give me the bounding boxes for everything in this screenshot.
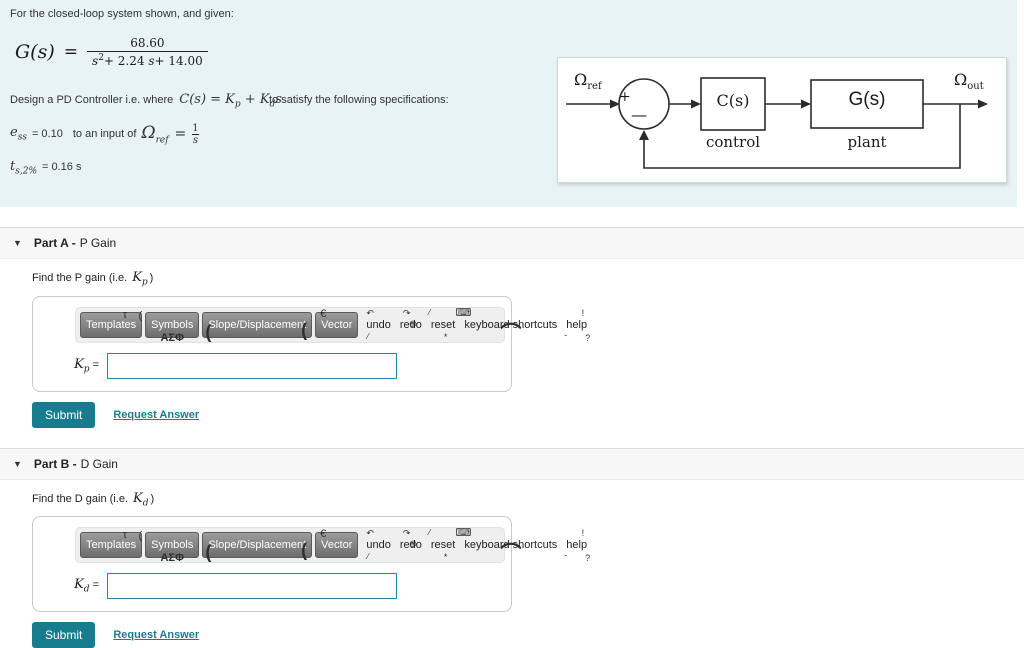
submit-button[interactable]: Submit xyxy=(32,401,96,428)
part-a-question: Find the P gain (i.e. Kp ) xyxy=(32,270,154,288)
controller-caption: control xyxy=(705,133,761,151)
transfer-function-equation: G(s) = 68.60 s2+ 2.24 s+ 14.00 xyxy=(15,36,449,68)
dash-icon: - xyxy=(564,550,568,561)
redo-button[interactable]: redo↷⊕ xyxy=(399,528,422,552)
part-a-header[interactable]: ▼ Part A -P Gain xyxy=(0,227,1024,259)
omega-ref-math: Ωref xyxy=(141,122,169,146)
slash-icon: ⁄ xyxy=(428,528,431,538)
plant-block-label: G(s) xyxy=(848,89,886,110)
kd-answer-input[interactable] xyxy=(107,573,397,600)
part-b-answer-row: Kd= xyxy=(43,573,511,600)
part-b-section: ▼ Part B -D Gain Find the D gain (i.e. K… xyxy=(0,447,1024,648)
help-button[interactable]: help!-? xyxy=(564,528,591,564)
undo-arrow-icon: ↶ xyxy=(366,307,374,318)
problem-statement-panel: For the closed-loop system shown, and gi… xyxy=(0,0,1017,207)
tf-fraction: 68.60 s2+ 2.24 s+ 14.00 xyxy=(87,36,208,68)
spec-steady-state-error: ess = 0.10 to an input of Ωref = 1 s xyxy=(10,122,199,146)
question-icon: ? xyxy=(585,553,591,564)
part-a-section: ▼ Part A -P Gain Find the P gain (i.e. K… xyxy=(0,227,1024,428)
slope-displacement-button[interactable]: Slope/Displacement(( xyxy=(202,311,313,342)
collapse-triangle-icon[interactable]: ▼ xyxy=(13,458,22,469)
design-instruction: Design a PD Controller i.e. where C(s) =… xyxy=(10,92,449,110)
redo-arrow-icon: ↷ xyxy=(402,307,411,318)
greek-letters-icon: ΑΣΦ xyxy=(160,552,185,565)
tf-equals: = xyxy=(63,42,79,62)
kp-label: Kp= xyxy=(74,356,99,375)
undo-button[interactable]: undo↶⁄ xyxy=(366,528,391,562)
collapse-triangle-icon[interactable]: ▼ xyxy=(13,238,22,248)
tf-lhs: G(s) xyxy=(15,41,55,63)
problem-intro: For the closed-loop system shown, and gi… xyxy=(10,8,234,20)
problem-text: For the closed-loop system shown, and gi… xyxy=(10,8,449,176)
vector-button[interactable]: Vector€ xyxy=(315,308,359,338)
help-button[interactable]: help!-? xyxy=(564,307,591,343)
kp-answer-input[interactable] xyxy=(107,352,397,379)
slope-displacement-button[interactable]: Slope/Displacement(( xyxy=(202,532,313,562)
part-a-actions: Submit Request Answer xyxy=(32,401,1024,428)
part-b-actions: Submit Request Answer xyxy=(32,622,1024,648)
part-b-header[interactable]: ▼ Part B -D Gain xyxy=(0,447,1024,480)
undo-arrow-icon: ↶ xyxy=(366,528,374,539)
keyboard-shortcuts-button[interactable]: keyboard shortcuts⌒ xyxy=(464,318,558,346)
part-b-title: Part B -D Gain xyxy=(33,456,118,471)
paren-icon: ( xyxy=(138,309,143,322)
asterisk-icon: * xyxy=(443,552,448,563)
spec-settling-time: ts,2% = 0.16 s xyxy=(10,158,82,177)
kd-label: Kd= xyxy=(74,577,99,595)
request-answer-link[interactable]: Request Answer xyxy=(113,408,200,421)
omega-ref-label: Ωref xyxy=(574,70,602,93)
plant-caption: plant xyxy=(847,133,887,151)
design-instruction-tail: to satisfy the following specifications: xyxy=(268,94,449,106)
summing-junction-minus: — xyxy=(631,105,647,124)
one-over-s-fraction: 1 s xyxy=(192,122,199,146)
summing-junction-plus: + xyxy=(619,89,631,105)
asterisk-icon: * xyxy=(443,331,448,342)
undo-button[interactable]: undo↶⁄ xyxy=(366,307,391,341)
greek-letters-icon: ΑΣΦ xyxy=(160,331,185,344)
paren-icon: ( xyxy=(138,530,143,543)
tf-numerator: 68.60 xyxy=(130,36,165,50)
controller-block-label: C(s) xyxy=(716,91,750,110)
keyboard-shortcuts-button[interactable]: keyboard shortcuts⌒ xyxy=(464,539,558,567)
toolbar-links: undo↶⁄ redo↷⊕ reset⁄⌨* keyboard shortcut… xyxy=(366,306,591,346)
block-diagram-lines xyxy=(566,77,988,169)
request-answer-link[interactable]: Request Answer xyxy=(113,629,200,642)
vector-button[interactable]: Vector€ xyxy=(315,528,359,559)
tf-denominator: s2+ 2.24 s+ 14.00 xyxy=(87,51,208,68)
submit-button[interactable]: Submit xyxy=(32,622,96,648)
question-icon: ? xyxy=(585,332,591,343)
controller-equation: C(s) = Kp + Kds xyxy=(179,92,282,110)
part-a-answer-row: Kp= xyxy=(43,352,511,379)
part-a-title: Part A -P Gain xyxy=(33,236,117,250)
toolbar-links: undo↶⁄ redo↷⊕ reset⁄⌨* keyboard shortcut… xyxy=(366,527,591,567)
redo-button[interactable]: redo↷⊕ xyxy=(399,307,422,331)
slash-icon: ⁄ xyxy=(428,307,431,317)
reset-button[interactable]: reset⁄⌨* xyxy=(428,306,472,342)
keyboard-icon: ⌨ xyxy=(455,527,472,540)
exclamation-icon: ! xyxy=(581,528,585,539)
redo-arrow-icon: ↷ xyxy=(402,528,411,539)
keyboard-icon: ⌨ xyxy=(455,306,472,319)
reset-button[interactable]: reset⁄⌨* xyxy=(428,527,472,563)
block-diagram: Ωref + — C(s) control G(s) plant Ωout xyxy=(557,57,1007,183)
part-b-question: Find the D gain (i.e. Kd ) xyxy=(32,490,155,509)
exclamation-icon: ! xyxy=(581,307,585,318)
omega-out-label: Ωout xyxy=(954,70,984,93)
fraction-slash-icon: ⁄ xyxy=(367,552,369,562)
fraction-slash-icon: ⁄ xyxy=(367,331,369,341)
dash-icon: - xyxy=(564,329,568,340)
